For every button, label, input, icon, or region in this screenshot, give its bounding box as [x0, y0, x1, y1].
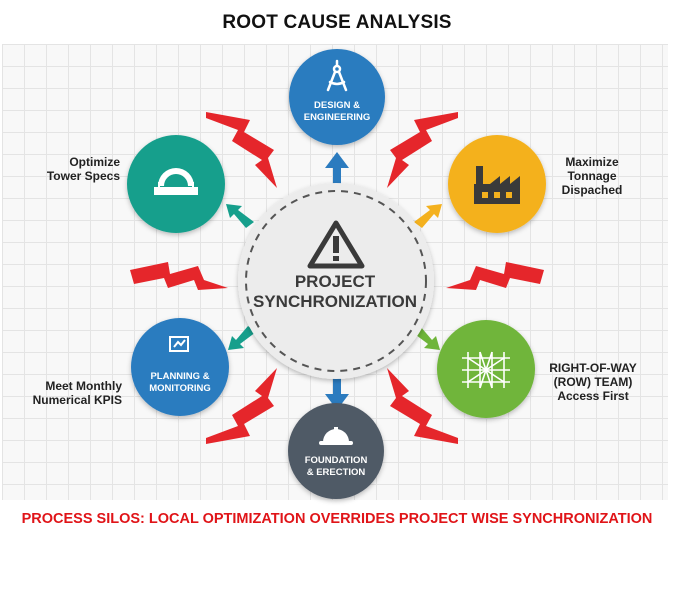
label-right-of-way: RIGHT-OF-WAY (ROW) TEAM) Access First	[549, 361, 637, 403]
node-tower-specs	[127, 135, 225, 233]
node-foundation-erection	[288, 403, 384, 499]
label-tower-specs: Optimize Tower Specs	[46, 155, 120, 183]
center-title-line2: SYNCHRONIZATION	[252, 292, 417, 311]
lightning-bolt-mid-left	[130, 262, 228, 290]
ruler-protractor-icon	[154, 168, 198, 195]
label-tonnage: Maximize Tonnage Dispached	[561, 155, 623, 197]
node-foundation-label: FOUNDATION & ERECTION	[304, 455, 368, 478]
arrow-upper-left	[226, 204, 254, 228]
warning-icon	[307, 220, 365, 269]
hard-hat-icon	[319, 427, 353, 445]
footer-caption: PROCESS SILOS: LOCAL OPTIMIZATION OVERRI…	[21, 511, 653, 527]
label-planning-kpis: Meet Monthly Numerical KPIS	[32, 379, 122, 407]
factory-icon	[474, 166, 520, 204]
arrows	[226, 152, 442, 410]
lightning-bolts	[130, 112, 544, 444]
network-grid-icon	[462, 351, 510, 389]
node-planning-monitoring	[131, 318, 229, 416]
node-design-engineering	[289, 49, 385, 145]
lightning-bolt-top-right	[387, 112, 458, 188]
node-tonnage	[448, 135, 546, 233]
lightning-bolt-mid-right	[446, 262, 544, 290]
planning-board-icon	[169, 336, 189, 352]
arrow-up	[325, 152, 349, 184]
page-title: ROOT CAUSE ANALYSIS	[222, 12, 452, 33]
arrow-upper-right	[414, 204, 442, 228]
center-title-line1: PROJECT	[294, 272, 376, 291]
lightning-bolt-top-left	[206, 112, 277, 188]
node-planning-label: PLANNING & MONITORING	[149, 371, 211, 394]
lightning-bolt-bottom-left	[206, 368, 277, 444]
node-right-of-way	[437, 320, 535, 418]
node-design-label: DESIGN & ENGINEERING	[303, 100, 371, 123]
center-node	[238, 183, 434, 379]
lightning-bolt-bottom-right	[387, 368, 458, 444]
compass-icon	[326, 59, 348, 92]
arrow-down	[325, 378, 349, 410]
arrow-lower-left	[228, 326, 256, 350]
